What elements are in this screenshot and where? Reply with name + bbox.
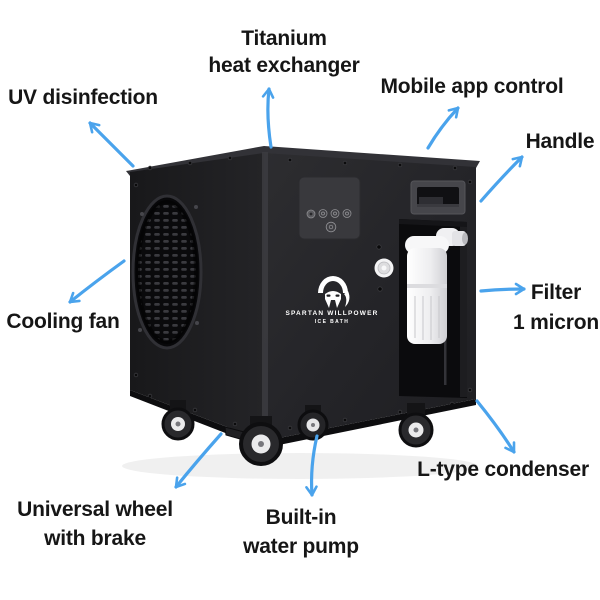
spartan-helmet-icon	[318, 276, 350, 308]
screws	[133, 155, 473, 431]
wheel-right	[398, 403, 434, 448]
feature-label-l-type-condenser: L-type condenser	[417, 458, 589, 481]
arrow-uv-disinfection	[88, 121, 135, 168]
feature-label-handle: Handle	[525, 130, 595, 153]
feature-label-cooling-fan: Cooling fan	[6, 310, 120, 333]
lid	[126, 146, 480, 176]
arrow-filter-1-micron	[479, 282, 526, 296]
arrow-l-type-condenser	[475, 399, 516, 454]
arrow-universal-wheel	[174, 432, 223, 489]
feature-label-filter-1-micron: Filter 1 micron	[513, 281, 599, 334]
wheel-middle	[297, 405, 329, 441]
machine: SPARTAN WILLPOWER ICE BATH	[126, 146, 480, 466]
arrow-cooling-fan	[68, 259, 126, 304]
feature-label-titanium-heat-exchanger: Titanium heat exchanger	[208, 27, 360, 77]
cooling-fan-grille	[131, 194, 203, 350]
arrow-handle	[479, 155, 524, 203]
handle-recess	[410, 180, 466, 215]
ground-shadow	[122, 453, 478, 479]
screw	[377, 286, 383, 292]
arrow-built-in-water-pump	[305, 434, 319, 497]
brand-subtitle: ICE BATH	[315, 319, 349, 325]
feature-label-built-in-water-pump: Built-in water pump	[243, 506, 359, 558]
fan-screws	[138, 205, 199, 332]
control-panel	[298, 176, 361, 240]
brand-name: SPARTAN WILLPOWER	[285, 310, 378, 317]
drain-port	[374, 258, 394, 278]
arrow-titanium-heat-exchanger	[261, 87, 275, 149]
panel-buttons	[306, 209, 352, 233]
arrow-mobile-app-control	[426, 106, 460, 150]
feature-label-uv-disinfection: UV disinfection	[8, 86, 158, 109]
wheel-front-left	[224, 416, 283, 466]
wheel-back-left	[161, 400, 195, 441]
front-edge-highlight	[262, 152, 268, 441]
screw	[376, 244, 382, 250]
annotation-arrows	[68, 87, 526, 497]
filter-compartment	[399, 219, 468, 398]
feature-label-universal-wheel-with-brake: Universal wheel with brake	[17, 498, 173, 550]
feature-label-mobile-app-control: Mobile app control	[380, 75, 564, 98]
brand-logo: SPARTAN WILLPOWER ICE BATH	[285, 276, 378, 325]
water-filter	[405, 228, 468, 344]
